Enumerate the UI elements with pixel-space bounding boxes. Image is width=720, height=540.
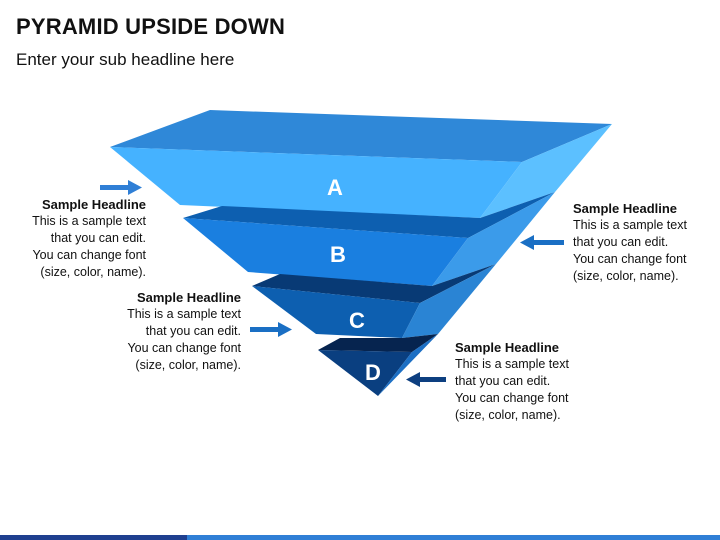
callout-line: You can change font [32, 248, 146, 262]
tier-c-label: C [349, 308, 365, 333]
callout-line: You can change font [127, 341, 241, 355]
callout-line: that you can edit. [145, 324, 241, 338]
callout-line: (size, color, name). [135, 358, 241, 372]
callout-line: This is a sample text [127, 307, 241, 321]
callout-line: (size, color, name). [573, 269, 679, 283]
tier-b-label: B [330, 242, 346, 267]
page-title: PYRAMID UPSIDE DOWN [16, 14, 286, 39]
callout-tier-b: Sample Headline This is a sample text th… [573, 200, 713, 285]
tier-c-front-face [252, 286, 420, 338]
tier-c-top-face [252, 264, 496, 303]
callout-tier-a: Sample Headline This is a sample text th… [20, 196, 146, 281]
tier-d-label: D [365, 360, 381, 385]
arrow-to-tier-d [406, 372, 446, 387]
tier-b-top-face [183, 192, 555, 238]
callout-tier-c: Sample Headline This is a sample text th… [110, 289, 241, 374]
tier-a: A [110, 110, 612, 218]
tier-d: D [318, 334, 438, 396]
callout-headline: Sample Headline [136, 290, 241, 305]
tier-d-side-face [378, 334, 438, 396]
callout-line: (size, color, name). [40, 265, 146, 279]
callout-line: This is a sample text [573, 218, 687, 232]
callout-headline: Sample Headline [455, 340, 560, 355]
callout-headline: Sample Headline [573, 201, 678, 216]
tier-a-side-face [480, 124, 612, 218]
arrow-to-tier-a [100, 180, 142, 195]
tier-a-label: A [327, 175, 343, 200]
callout-line: This is a sample text [455, 357, 569, 371]
tier-d-top-face [318, 334, 438, 352]
footer-bar [0, 535, 720, 540]
callout-line: that you can edit. [455, 374, 551, 388]
tier-a-top-face [110, 110, 612, 162]
callout-line: that you can edit. [50, 231, 146, 245]
arrow-to-tier-c [250, 322, 292, 337]
tier-b-side-face [432, 192, 555, 286]
tier-a-front-face [110, 147, 522, 218]
callout-line: that you can edit. [573, 235, 669, 249]
tier-c: C [252, 264, 496, 338]
callout-tier-d: Sample Headline This is a sample text th… [455, 339, 595, 424]
tier-d-front-face [318, 350, 412, 396]
tier-b: B [183, 192, 555, 286]
callout-line: You can change font [573, 252, 687, 266]
arrow-to-tier-b [520, 235, 564, 250]
tier-b-front-face [183, 218, 468, 286]
page-subtitle: Enter your sub headline here [16, 50, 235, 69]
tier-c-side-face [402, 264, 496, 338]
callout-line: This is a sample text [32, 214, 146, 228]
callout-headline: Sample Headline [41, 197, 146, 212]
callout-line: (size, color, name). [455, 408, 561, 422]
callout-line: You can change font [455, 391, 569, 405]
